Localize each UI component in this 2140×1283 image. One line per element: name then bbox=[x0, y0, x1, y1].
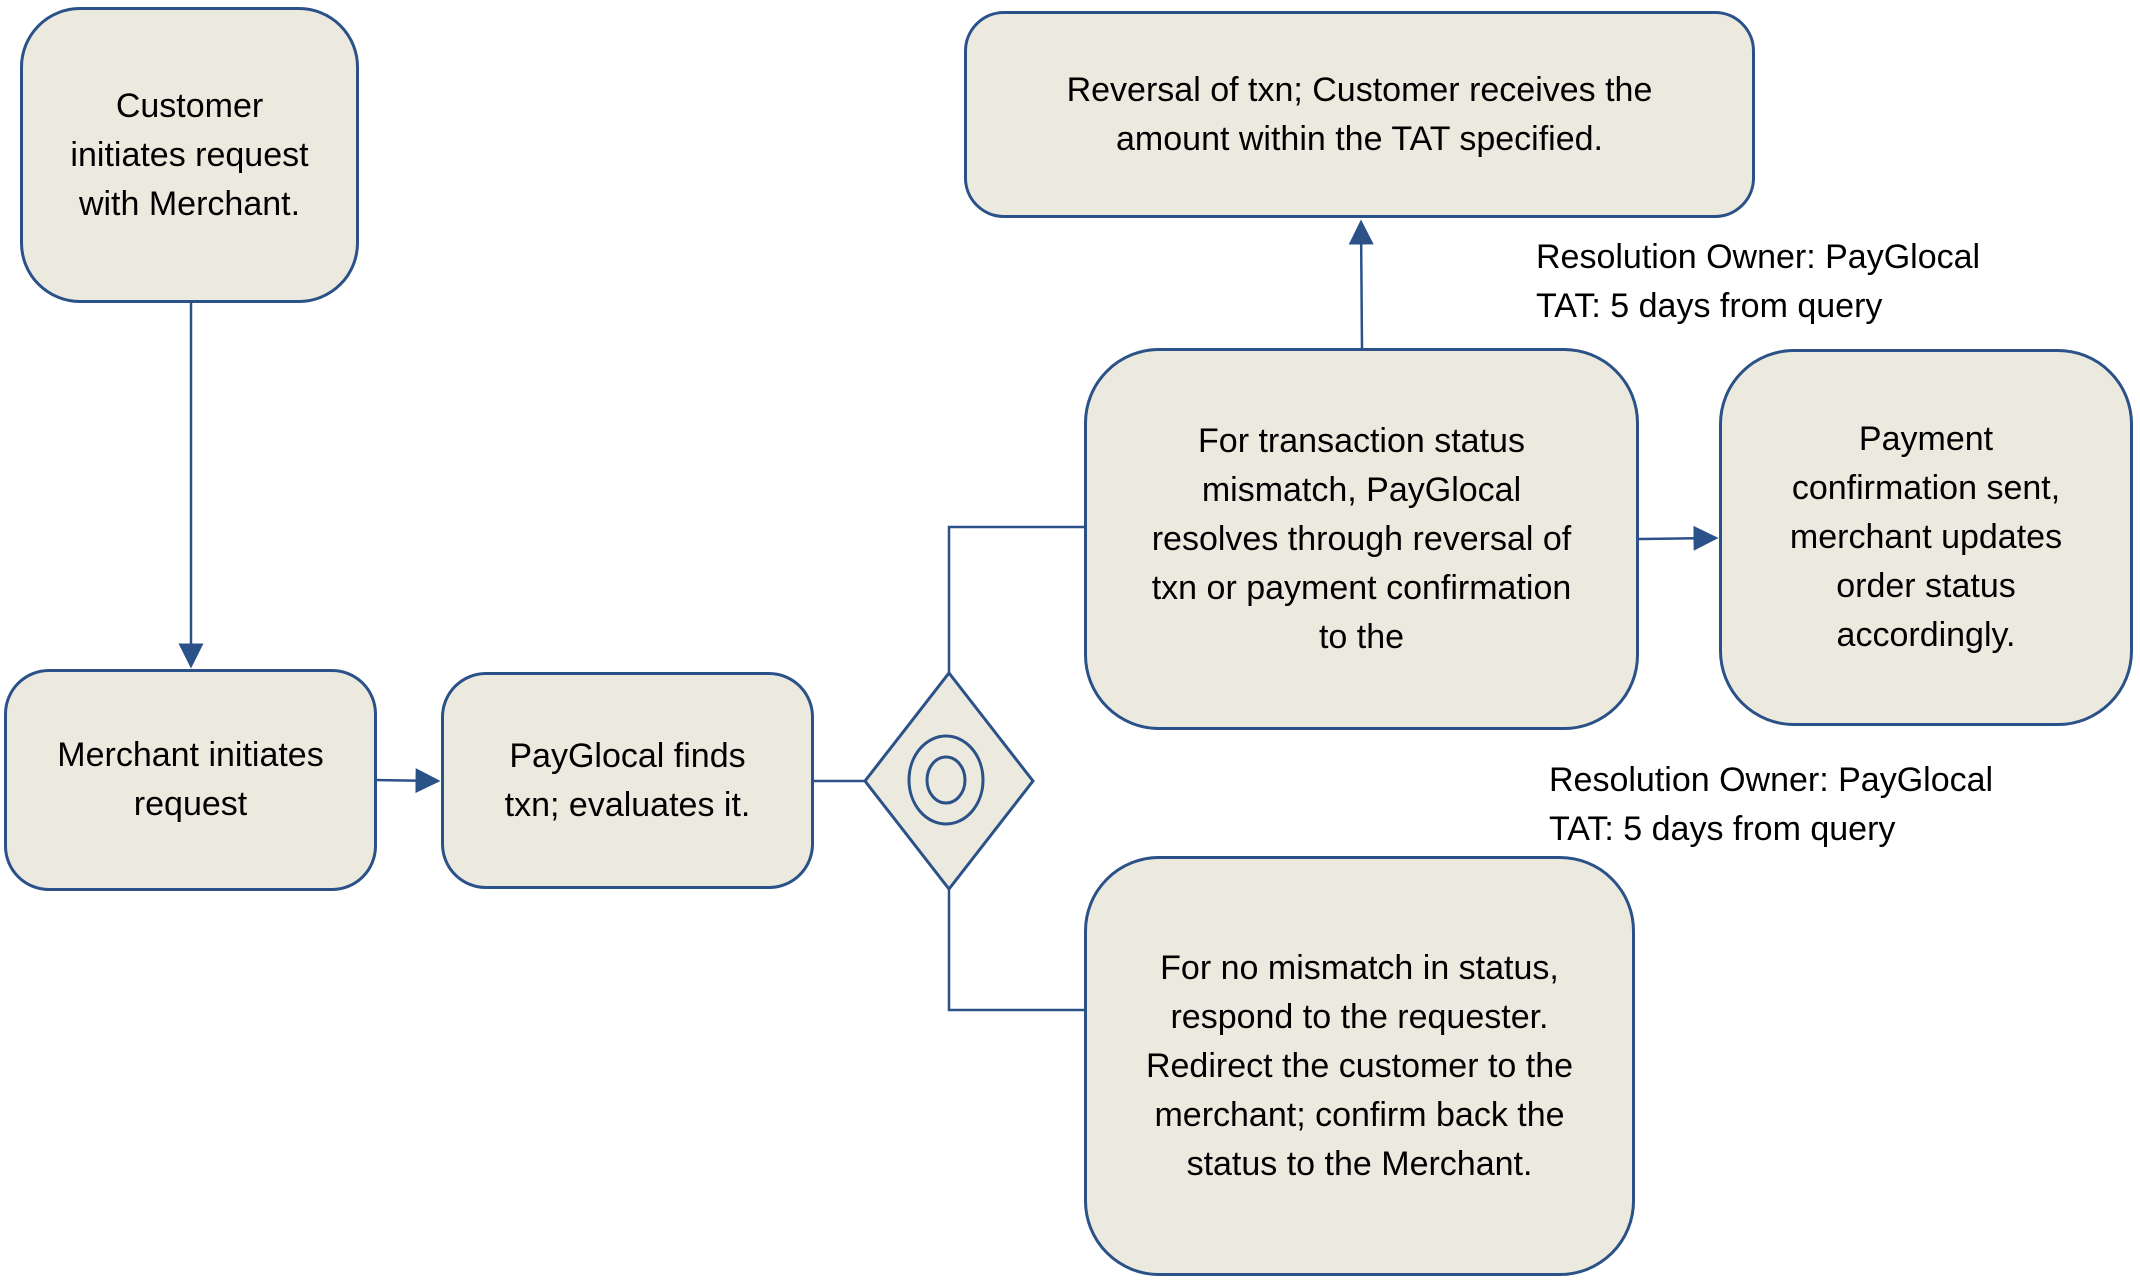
node-merchant-text: Merchant initiates request bbox=[57, 736, 324, 823]
gateway-inner-circle-icon bbox=[925, 755, 967, 805]
node-no-mismatch: For no mismatch in status, respond to th… bbox=[1084, 856, 1635, 1276]
node-no-mismatch-text: For no mismatch in status, respond to th… bbox=[1145, 948, 1574, 1183]
edge-gateway-mismatch bbox=[947, 525, 1084, 673]
edge-mismatch-payment bbox=[1638, 525, 1719, 551]
annotation-owner: Resolution Owner: PayGlocal bbox=[1549, 761, 1994, 799]
annotation-reversal: Resolution Owner: PayGlocal TAT: 5 days … bbox=[1536, 233, 1980, 331]
node-payglocal-finds-text: PayGlocal finds txn; evaluates it. bbox=[504, 736, 751, 824]
edge-gateway-nomismatch bbox=[947, 889, 1084, 1012]
node-merchant: Merchant initiates request bbox=[4, 669, 377, 891]
node-customer-text: Customer initiates request with Merchant… bbox=[70, 86, 309, 223]
node-payment-confirmation-text: Payment confirmation sent, merchant upda… bbox=[1789, 420, 2063, 654]
node-customer: Customer initiates request with Merchant… bbox=[20, 7, 359, 303]
node-payglocal-finds: PayGlocal finds txn; evaluates it. bbox=[441, 672, 814, 889]
gateway-outer-circle-icon bbox=[907, 734, 985, 826]
node-payment-confirmation: Payment confirmation sent, merchant upda… bbox=[1719, 349, 2133, 726]
gateway-diamond bbox=[863, 670, 1035, 892]
node-reversal-text: Reversal of txn; Customer receives the a… bbox=[1066, 70, 1653, 158]
node-reversal: Reversal of txn; Customer receives the a… bbox=[964, 11, 1755, 218]
annotation-tat: TAT: 5 days from query bbox=[1536, 287, 1883, 325]
edge-merchant-payglocal bbox=[376, 768, 441, 794]
annotation-payment: Resolution Owner: PayGlocal TAT: 5 days … bbox=[1549, 756, 1993, 854]
node-mismatch: For transaction status mismatch, PayGloc… bbox=[1084, 348, 1639, 730]
edge-mismatch-reversal bbox=[1348, 219, 1374, 349]
annotation-tat: TAT: 5 days from query bbox=[1549, 810, 1896, 848]
node-mismatch-text: For transaction status mismatch, PayGloc… bbox=[1151, 421, 1572, 656]
annotation-owner: Resolution Owner: PayGlocal bbox=[1536, 238, 1981, 276]
